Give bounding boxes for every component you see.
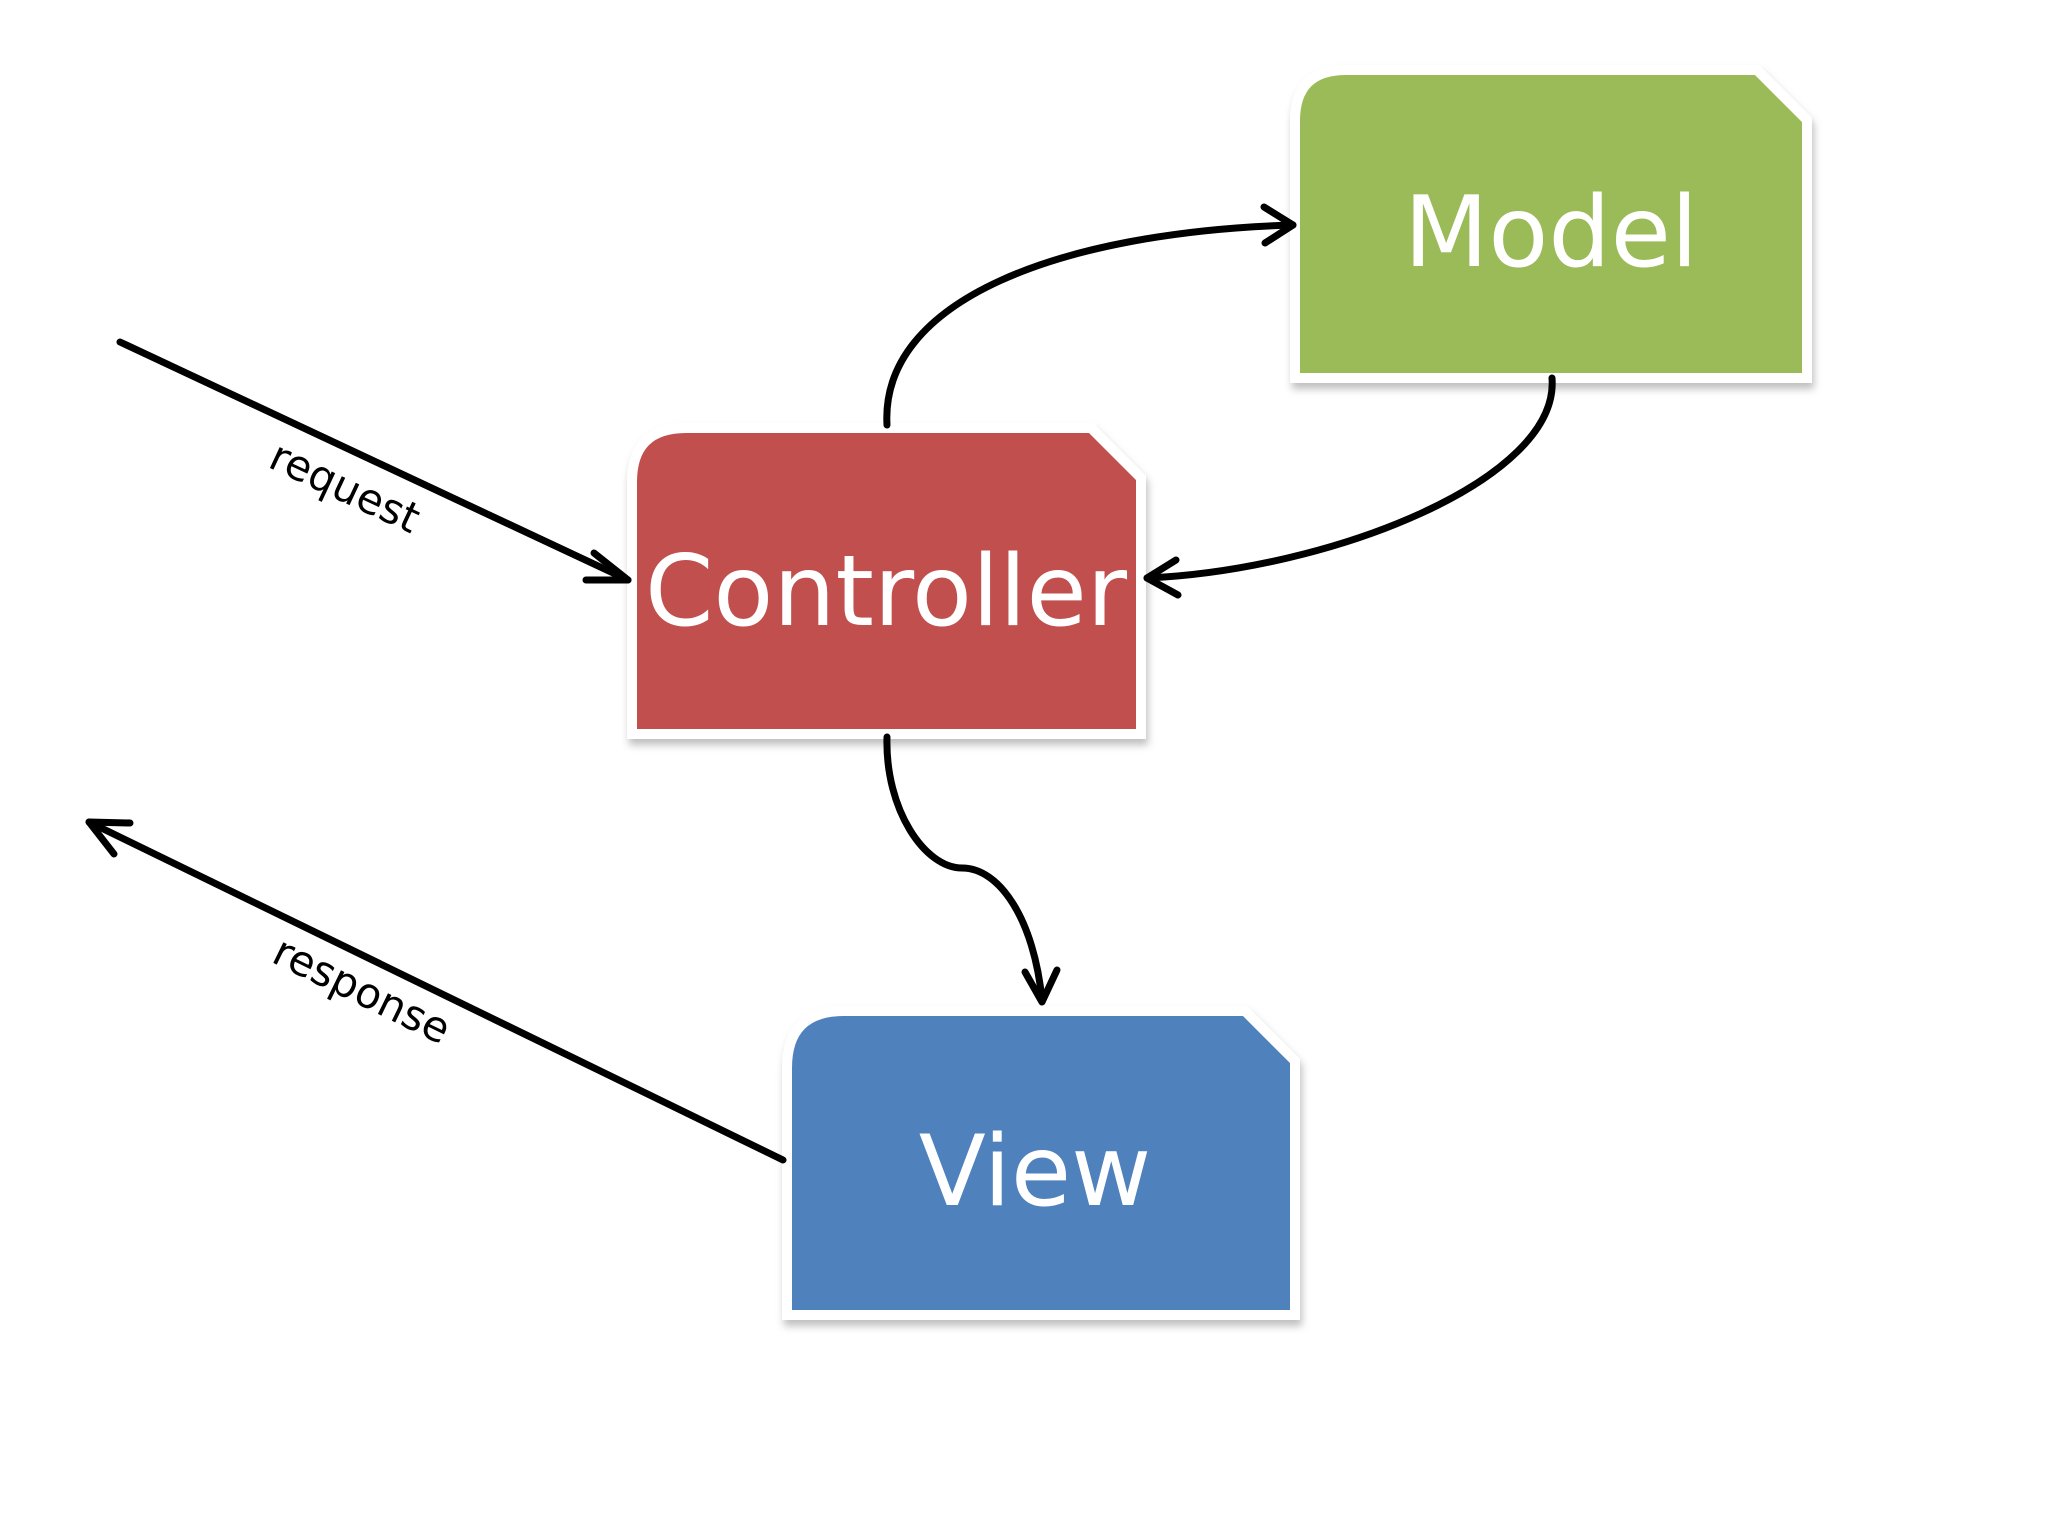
model-box <box>1290 65 1812 383</box>
response-connector: response <box>85 818 787 1164</box>
model-label: Model <box>1404 176 1698 290</box>
arrowhead-icon <box>85 818 134 858</box>
controller-to-model-connector <box>883 203 1297 429</box>
view-box <box>782 1006 1300 1320</box>
request-connector: request <box>116 338 632 584</box>
arrowhead-icon <box>582 549 632 584</box>
controller-box <box>627 423 1146 739</box>
view-label: View <box>919 1115 1152 1229</box>
controller-label: Controller <box>645 535 1128 649</box>
arrowhead-icon <box>1143 556 1182 599</box>
controller-to-view-connector <box>883 733 1061 1006</box>
arrowhead-icon <box>1021 966 1061 1006</box>
view-node[interactable]: View <box>782 1006 1300 1320</box>
model-to-controller-connector <box>1143 374 1556 599</box>
controller-node[interactable]: Controller <box>627 423 1146 739</box>
arrowhead-icon <box>1260 203 1297 247</box>
model-node[interactable]: Model <box>1290 65 1812 383</box>
